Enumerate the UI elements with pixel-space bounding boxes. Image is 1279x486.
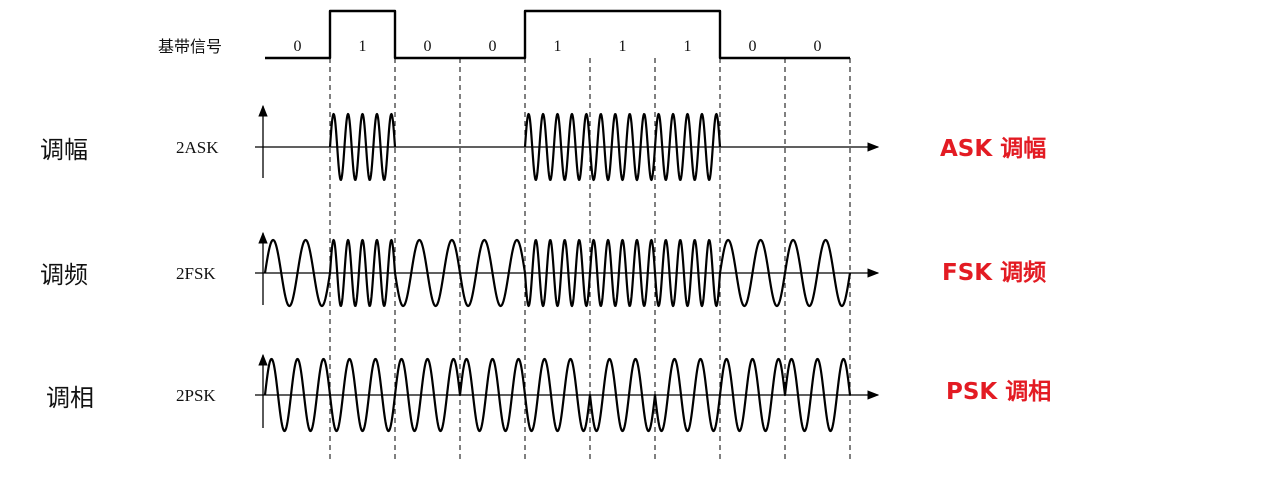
psk-waveform (263, 357, 852, 433)
fsk-right-label: FSK 调频 (942, 260, 1046, 286)
baseband-waveform (265, 9, 850, 60)
ask-signal-label: 2ASK (176, 138, 219, 157)
ask-right-label: ASK 调幅 (940, 136, 1046, 162)
ask-left-label: 调幅 (40, 136, 88, 164)
psk-left-label: 调相 (46, 384, 94, 412)
fsk-waveform (263, 238, 852, 308)
bit-label: 1 (619, 38, 627, 55)
ask-waveform (328, 112, 722, 182)
psk-signal-label: 2PSK (176, 386, 216, 405)
fsk-left-label: 调频 (40, 261, 88, 289)
bit-label: 0 (489, 38, 497, 55)
bit-label: 1 (359, 38, 367, 55)
baseband-bit-labels: 0 1 0 0 1 1 1 0 0 (294, 38, 822, 55)
bit-label: 0 (294, 38, 302, 55)
psk-right-label: PSK 调相 (946, 379, 1051, 405)
fsk-signal-label: 2FSK (176, 264, 216, 283)
bit-label: 1 (554, 38, 562, 55)
baseband-label: 基带信号 (158, 37, 222, 56)
bit-label: 0 (424, 38, 432, 55)
bit-label: 1 (684, 38, 692, 55)
bit-label: 0 (749, 38, 757, 55)
bit-label: 0 (814, 38, 822, 55)
